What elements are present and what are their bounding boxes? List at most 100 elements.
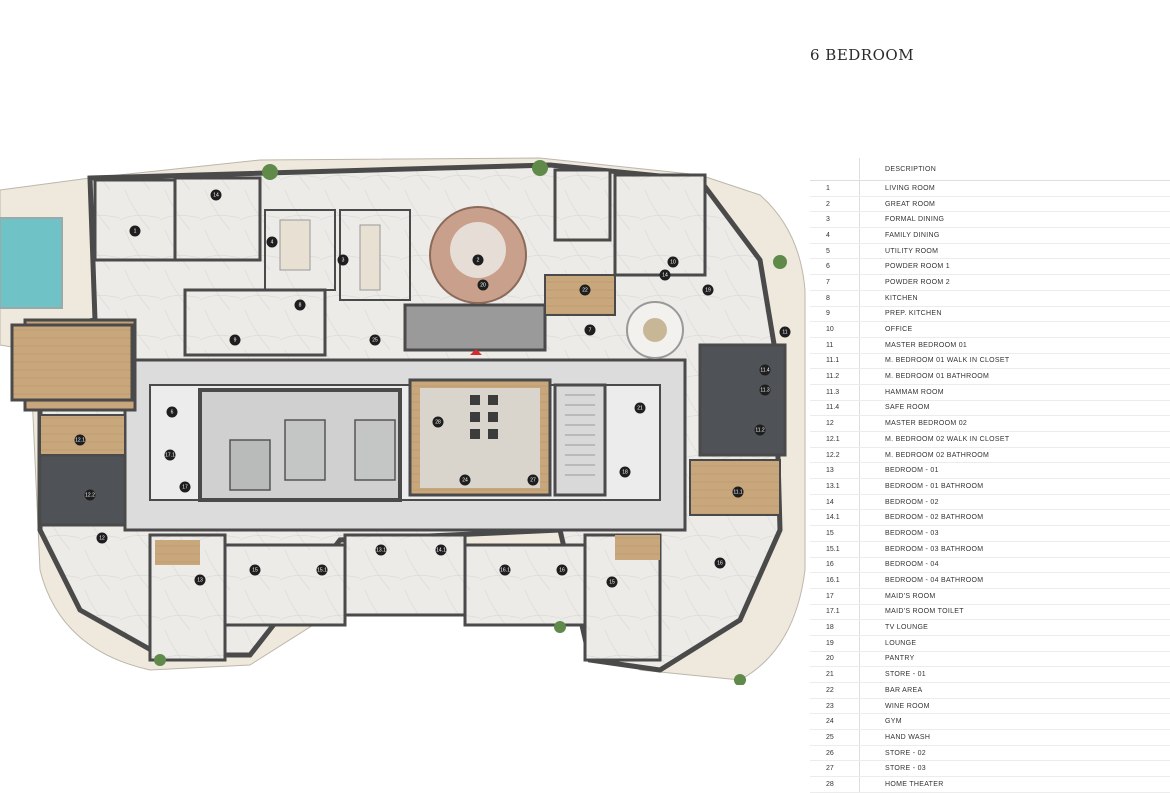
legend-number: 21 (810, 667, 860, 682)
room-tag-marker (459, 474, 471, 486)
legend-description: OFFICE (885, 326, 913, 334)
legend-description: FORMAL DINING (885, 216, 945, 224)
legend-number: 18 (810, 620, 860, 635)
room-tag-label: 6 (171, 410, 174, 416)
page-title: 6 BEDROOM (810, 46, 915, 64)
room-tag-label: 14.1 (436, 548, 446, 554)
room-tag-marker (84, 489, 96, 501)
room-tag-label: 25 (372, 338, 378, 344)
legend-description: HOME THEATER (885, 780, 944, 788)
legend-number: 12.1 (810, 432, 860, 447)
room-tag-marker (667, 256, 679, 268)
room-tag-marker (759, 364, 771, 376)
room-tag-marker (164, 449, 176, 461)
legend-row: 16.1 BEDROOM - 04 BATHROOM (810, 573, 1170, 589)
room-tag-marker (229, 334, 241, 346)
room-tag-marker (266, 236, 278, 248)
room-tag-label: 11.4 (760, 368, 770, 374)
legend-description: BEDROOM - 01 (885, 467, 939, 475)
legend-description: POWDER ROOM 2 (885, 278, 950, 286)
legend-description: MAID'S ROOM (885, 592, 936, 600)
room-tag-label: 11.3 (760, 388, 770, 394)
room-tag-marker (316, 564, 328, 576)
legend-description: HAMMAM ROOM (885, 388, 944, 396)
legend-row: 15.1 BEDROOM - 03 BATHROOM (810, 541, 1170, 558)
legend-row: 3 FORMAL DINING (810, 212, 1170, 229)
room-tag-marker (754, 424, 766, 436)
legend-number: 2 (810, 196, 860, 212)
room-tag-label: 24 (462, 478, 468, 484)
room-tag-label: 4 (271, 240, 274, 246)
legend-number: 11 (810, 337, 860, 353)
room-tag-marker (369, 334, 381, 346)
legend-number: 4 (810, 228, 860, 243)
room-tag-marker (634, 402, 646, 414)
legend-number: 15.1 (810, 541, 860, 557)
legend-description: SAFE ROOM (885, 404, 930, 412)
room-tag-marker (702, 284, 714, 296)
legend-description: POWDER ROOM 1 (885, 263, 950, 271)
room-tag-marker (499, 564, 511, 576)
legend-number: 23 (810, 698, 860, 714)
legend-description: BEDROOM - 04 (885, 561, 939, 569)
legend-number: 14 (810, 494, 860, 510)
legend-description: BEDROOM - 03 BATHROOM (885, 545, 984, 553)
room-tag-marker (74, 434, 86, 446)
pool (0, 217, 63, 309)
room-tag-label: 17.1 (165, 453, 175, 459)
legend-description: BEDROOM - 03 (885, 529, 939, 537)
room-tag-label: 17 (182, 485, 188, 491)
legend-number: 17.1 (810, 604, 860, 620)
room-tag-label: 3 (342, 258, 345, 264)
legend-number: 11.2 (810, 369, 860, 384)
room-tag-label: 11.2 (755, 428, 765, 434)
room-tag-marker (732, 486, 744, 498)
room-tag-label: 8 (299, 303, 302, 309)
room-tag-marker (179, 481, 191, 493)
legend-description: KITCHEN (885, 294, 918, 302)
legend-number: 16.1 (810, 573, 860, 588)
legend-number: 7 (810, 275, 860, 290)
room-tag-marker (759, 384, 771, 396)
legend-number: 13.1 (810, 479, 860, 494)
room-tag-marker (435, 544, 447, 556)
legend-description: BEDROOM - 04 BATHROOM (885, 577, 984, 585)
legend-number: 10 (810, 322, 860, 337)
legend-description: STORE - 02 (885, 749, 926, 757)
legend-number: 3 (810, 212, 860, 228)
legend-description: STORE - 01 (885, 671, 926, 679)
room-tag-label: 15.1 (317, 568, 327, 574)
room-tag-marker (129, 225, 141, 237)
legend-number: 11.4 (810, 400, 860, 416)
room-tag-marker (249, 564, 261, 576)
legend-description: PREP. KITCHEN (885, 310, 942, 318)
legend-number: 22 (810, 683, 860, 698)
legend-number: 25 (810, 730, 860, 745)
room-tag-marker (606, 576, 618, 588)
room-tag-label: 10 (670, 260, 676, 266)
legend-number: 5 (810, 243, 860, 259)
room-tag-marker (579, 284, 591, 296)
room-tag-label: 16.1 (500, 568, 510, 574)
legend-description: MASTER BEDROOM 02 (885, 420, 968, 428)
legend-description: LOUNGE (885, 639, 917, 647)
